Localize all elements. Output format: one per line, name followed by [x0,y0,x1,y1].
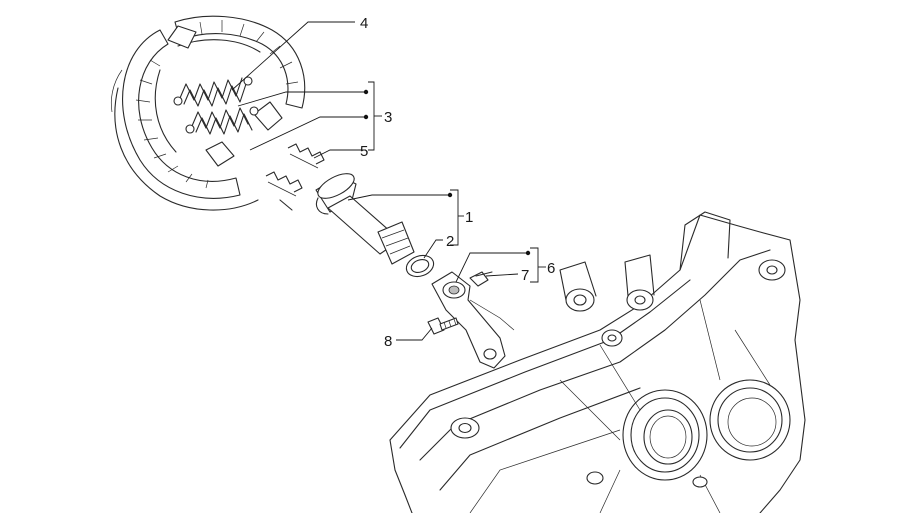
brake-shoe-assembly [110,15,306,211]
brake-lever-arm [431,271,515,369]
brake-cam-shaft [315,173,415,265]
brake-spring-upper [173,76,253,107]
fixing-screw [427,317,459,335]
engine-crankcase [389,211,806,513]
case-boss-right [758,259,786,281]
case-bearing-seat-main [622,389,708,481]
leader-lines [231,21,546,341]
callout-7: 7 [521,267,529,284]
callout-3: 3 [384,109,392,126]
case-boss-top [624,254,655,311]
callout-5: 5 [360,143,368,160]
lever-pin [469,271,493,287]
brake-spring-lower [185,106,259,135]
case-boss-upper [601,211,731,347]
case-bearing-seat-secondary [709,379,791,461]
case-boss-mid [559,261,597,312]
leader-dots [363,89,531,256]
callout-2: 2 [446,233,454,250]
shaft-seal-ring [405,254,435,278]
callout-4: 4 [360,15,368,32]
retainer-clip-lower [265,171,303,211]
case-boss-left [450,417,480,439]
callout-labels: 4 3 5 1 2 6 7 8 [360,15,555,350]
callout-6: 6 [547,260,555,277]
retainer-clip-upper [287,143,325,169]
callout-1: 1 [465,209,473,226]
callout-8: 8 [384,333,392,350]
